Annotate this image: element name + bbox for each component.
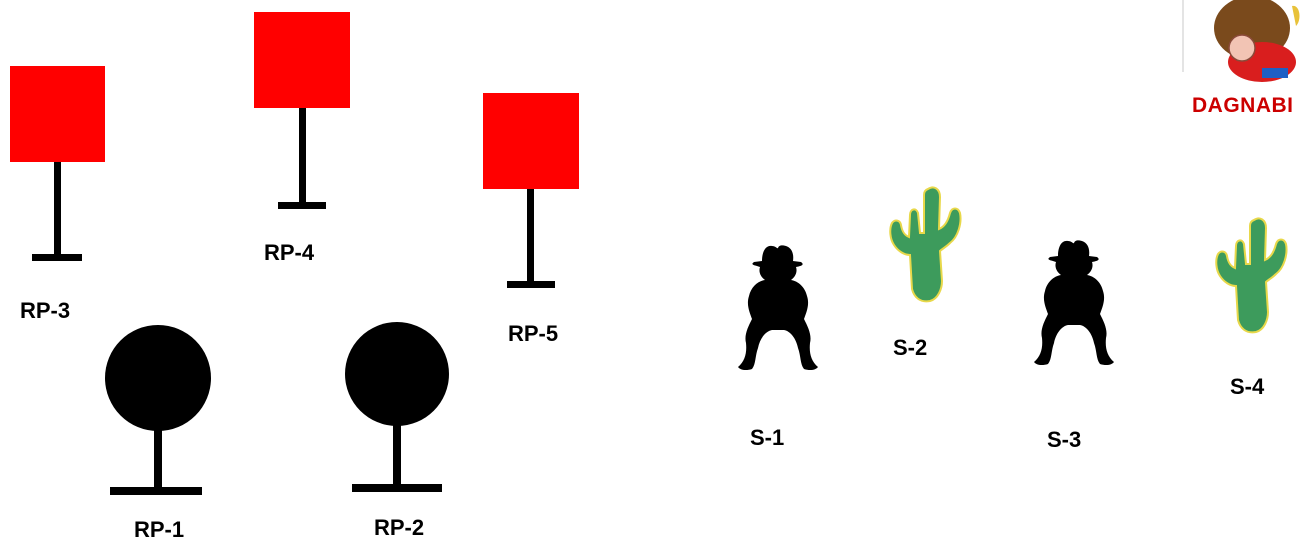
- target-rp1: [105, 325, 211, 495]
- target-base: [110, 487, 202, 495]
- label-rp1: RP-1: [134, 517, 185, 542]
- target-rp5: [483, 93, 579, 288]
- target-rp2: [345, 322, 449, 492]
- target-post: [299, 108, 306, 206]
- target-base: [507, 281, 555, 288]
- cowboy-mascot-icon: [1182, 0, 1300, 82]
- round-plate: [105, 325, 211, 431]
- target-post: [154, 428, 162, 490]
- target-base: [32, 254, 82, 261]
- target-rp4: [254, 12, 350, 209]
- square-plate: [483, 93, 579, 189]
- cactus-s2-icon: [889, 186, 962, 303]
- square-plate: [10, 66, 105, 162]
- round-plate: [345, 322, 449, 426]
- square-plate: [254, 12, 350, 108]
- shooter-silhouette-s1-icon: [738, 245, 818, 371]
- label-rp2: RP-2: [374, 515, 425, 540]
- target-post: [527, 189, 534, 285]
- target-base: [352, 484, 442, 492]
- label-rp3: RP-3: [20, 298, 71, 323]
- target-base: [278, 202, 326, 209]
- label-s2: S-2: [893, 335, 928, 360]
- logo-text: DAGNABI: [1192, 94, 1294, 117]
- cactus-s4-icon: [1215, 217, 1288, 334]
- label-rp5: RP-5: [508, 321, 559, 346]
- label-s4: S-4: [1230, 374, 1265, 399]
- shooter-silhouette-s3-icon: [1034, 240, 1114, 366]
- target-post: [393, 422, 401, 488]
- target-rp3: [10, 66, 105, 261]
- label-rp4: RP-4: [264, 240, 315, 265]
- label-s3: S-3: [1047, 427, 1082, 452]
- label-s1: S-1: [750, 425, 785, 450]
- target-post: [54, 162, 61, 258]
